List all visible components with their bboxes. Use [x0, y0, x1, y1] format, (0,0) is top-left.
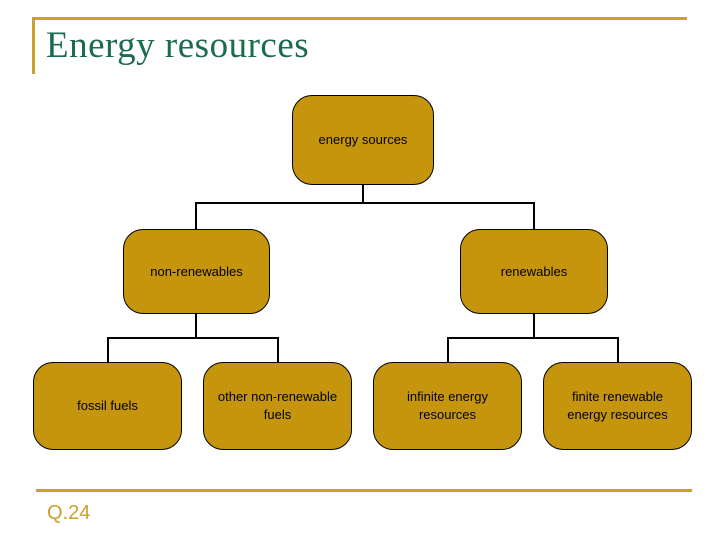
node-label: fossil fuels	[77, 398, 138, 414]
node-non-renewables: non-renewables	[123, 229, 270, 314]
connector-renewables-drop	[533, 314, 535, 339]
node-renewables: renewables	[460, 229, 608, 314]
node-label: finite renewable energy resources	[567, 389, 668, 422]
connector-level2-crossbar	[195, 202, 535, 204]
node-energy-sources: energy sources	[292, 95, 434, 185]
node-label: other non-renewable fuels	[217, 389, 338, 422]
connector-renewables-riser	[533, 202, 535, 229]
connector-infinite-riser	[447, 337, 449, 362]
connector-nonrenewables-riser	[195, 202, 197, 229]
slide-footer-label: Q.24	[47, 502, 91, 524]
node-label: renewables	[500, 263, 568, 279]
connector-fossil-riser	[107, 337, 109, 362]
connector-root-drop	[362, 184, 364, 204]
node-finite-renewable-energy-resources: finite renewable energy resources	[543, 362, 692, 450]
connector-nonrenewables-drop	[195, 314, 197, 339]
connector-right-crossbar	[447, 337, 619, 339]
left-accent-rule	[32, 17, 35, 74]
node-infinite-energy-resources: infinite energy resources	[373, 362, 522, 450]
node-other-non-renewable-fuels: other non-renewable fuels	[203, 362, 352, 450]
connector-left-crossbar	[107, 337, 279, 339]
connector-finite-riser	[617, 337, 619, 362]
connector-other-riser	[277, 337, 279, 362]
page-title: Energy resources	[46, 25, 310, 66]
node-label: infinite energy resources	[407, 389, 488, 422]
node-label: energy sources	[318, 132, 408, 148]
bottom-accent-rule	[36, 489, 692, 492]
top-accent-rule	[32, 17, 687, 20]
node-label: non-renewables	[150, 263, 243, 279]
node-fossil-fuels: fossil fuels	[33, 362, 182, 450]
